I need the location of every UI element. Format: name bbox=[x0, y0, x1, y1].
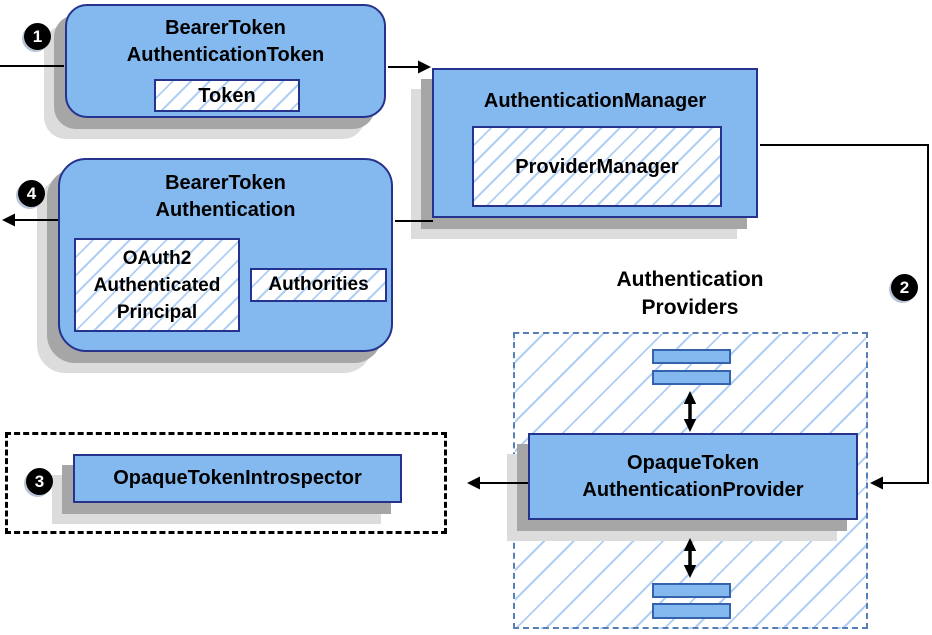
step-badge-3: 3 bbox=[26, 468, 53, 495]
opaque-token-introspector-box: OpaqueTokenIntrospector bbox=[73, 454, 402, 503]
bearer-token-authentication-box: BearerToken Authentication OAuth2 Authen… bbox=[58, 158, 393, 352]
opaque-token-introspector-label: OpaqueTokenIntrospector bbox=[113, 467, 362, 489]
flow-arrow-token-to-manager bbox=[388, 60, 431, 74]
provider-placeholder-rect bbox=[652, 349, 731, 364]
authentication-manager-title: AuthenticationManager bbox=[483, 90, 707, 112]
authentication-manager-box: AuthenticationManager ProviderManager bbox=[432, 68, 758, 218]
authorities-label: Authorities bbox=[268, 274, 369, 295]
step-badge-4: 4 bbox=[18, 180, 45, 207]
box-title-line: BearerToken bbox=[165, 172, 286, 194]
provider-label-line: OpaqueToken bbox=[627, 451, 759, 474]
box-title-line: BearerToken bbox=[165, 17, 286, 39]
provider-placeholder-rect bbox=[652, 583, 731, 598]
provider-manager-box: ProviderManager bbox=[472, 126, 722, 207]
principal-label-line: Principal bbox=[116, 301, 198, 323]
step-badge-1: 1 bbox=[24, 23, 51, 50]
box-title-line: AuthenticationToken bbox=[126, 44, 325, 66]
token-label: Token bbox=[198, 84, 256, 107]
box-title-line: Authentication bbox=[155, 199, 296, 221]
provider-label-line: AuthenticationProvider bbox=[582, 478, 804, 501]
authentication-providers-title: Authentication Providers bbox=[560, 266, 820, 322]
authorities-box: Authorities bbox=[250, 268, 387, 302]
step-badge-2: 2 bbox=[891, 274, 918, 301]
introspector-group-box bbox=[5, 432, 447, 534]
principal-label-line: Authenticated bbox=[93, 274, 221, 296]
oauth2-authenticated-principal-box: OAuth2 Authenticated Principal bbox=[74, 238, 240, 332]
provider-placeholder-rect bbox=[652, 603, 731, 619]
principal-label-line: OAuth2 bbox=[122, 247, 192, 269]
flow-arrow-authentication-out bbox=[2, 213, 58, 227]
opaque-token-authentication-provider-box: OpaqueToken AuthenticationProvider bbox=[528, 433, 858, 520]
provider-placeholder-rect bbox=[652, 370, 731, 385]
bearer-token-authentication-token-box: BearerToken AuthenticationToken Token bbox=[65, 4, 386, 118]
providers-title-line: Authentication bbox=[616, 268, 764, 291]
token-box: Token bbox=[154, 79, 300, 112]
provider-manager-label: ProviderManager bbox=[515, 155, 679, 178]
providers-title-line: Providers bbox=[641, 296, 739, 319]
